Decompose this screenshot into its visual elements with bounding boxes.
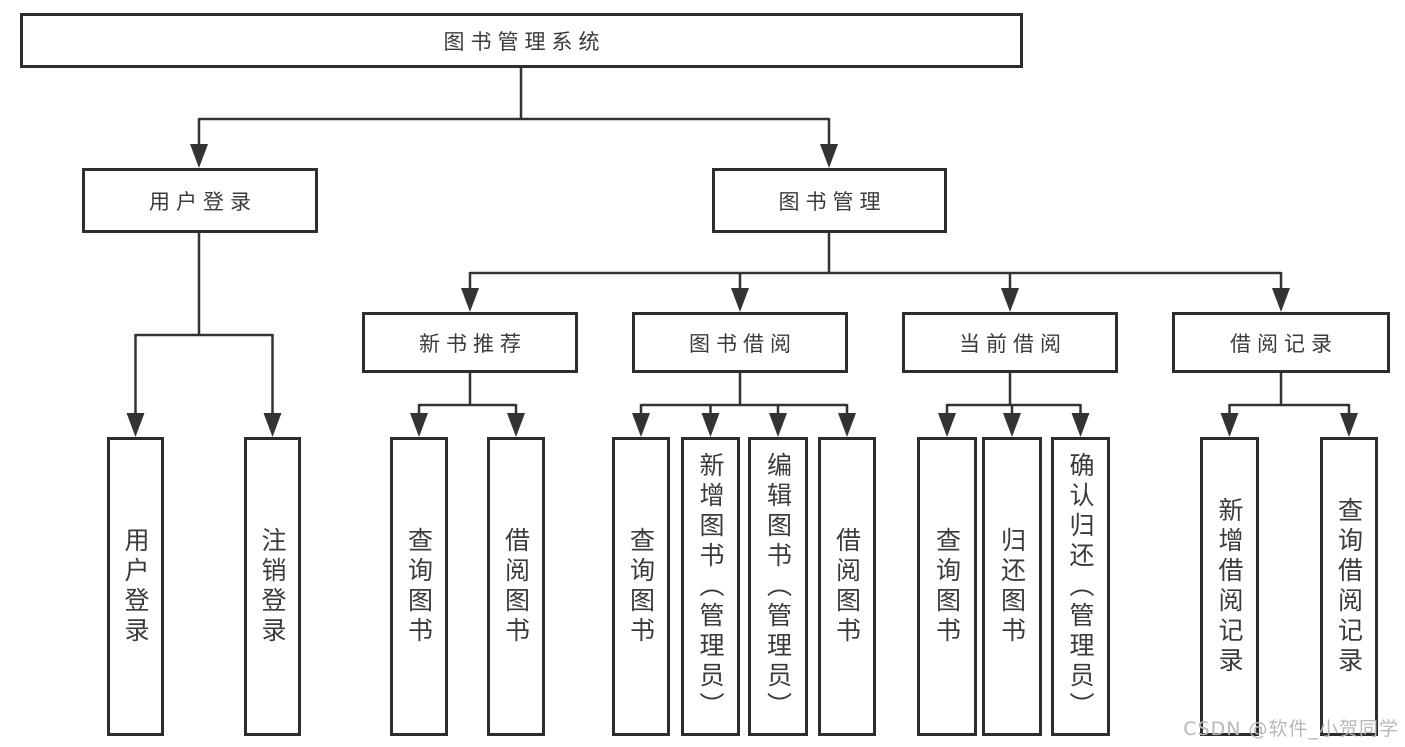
leaf-query-book-recommend-label: 查询图书	[404, 526, 434, 647]
leaf-confirm-return-admin-label: 确认归还（管理员）	[1066, 451, 1095, 722]
node-user-login-label: 用户登录	[149, 189, 257, 214]
csdn-watermark: CSDN @软件_小贺同学	[1183, 718, 1399, 740]
leaf-add-book-admin: 新增图书（管理员）	[681, 437, 740, 736]
node-root-label: 图书管理系统	[443, 29, 606, 54]
node-new-book-recommend-label: 新书推荐	[419, 331, 527, 356]
leaf-query-borrow-record-label: 查询借阅记录	[1334, 496, 1364, 677]
node-current-borrow-label: 当前借阅	[959, 331, 1067, 356]
leaf-logout-login: 注销登录	[244, 437, 301, 736]
node-root: 图书管理系统	[20, 13, 1023, 68]
arrowheads	[126, 144, 1358, 437]
leaf-borrow-book-borrow: 借阅图书	[818, 437, 876, 736]
leaf-query-book-current: 查询图书	[917, 437, 977, 736]
leaf-add-book-admin-label: 新增图书（管理员）	[696, 451, 725, 722]
leaf-query-book-recommend: 查询图书	[390, 437, 448, 736]
leaf-return-book: 归还图书	[982, 437, 1042, 736]
leaf-edit-book-admin: 编辑图书（管理员）	[748, 437, 808, 736]
connector-paths	[134, 67, 1351, 419]
node-book-borrow-label: 图书借阅	[689, 331, 797, 356]
leaf-borrow-book-recommend: 借阅图书	[487, 437, 545, 736]
node-user-login: 用户登录	[82, 168, 318, 233]
node-borrow-records: 借阅记录	[1172, 312, 1390, 373]
leaf-borrow-book-borrow-label: 借阅图书	[832, 526, 862, 647]
node-book-management-label: 图书管理	[778, 189, 887, 214]
leaf-query-book-borrow: 查询图书	[612, 437, 670, 736]
node-book-management: 图书管理	[712, 168, 947, 233]
node-borrow-records-label: 借阅记录	[1230, 331, 1338, 356]
leaf-edit-book-admin-label: 编辑图书（管理员）	[763, 451, 793, 722]
leaf-query-book-borrow-label: 查询图书	[626, 526, 656, 647]
leaf-query-book-current-label: 查询图书	[932, 526, 962, 647]
leaf-add-borrow-record: 新增借阅记录	[1200, 437, 1259, 736]
leaf-user-login: 用户登录	[107, 437, 164, 736]
leaf-query-borrow-record: 查询借阅记录	[1320, 437, 1378, 736]
leaf-logout-login-label: 注销登录	[258, 526, 287, 647]
node-current-borrow: 当前借阅	[902, 312, 1118, 373]
node-book-borrow: 图书借阅	[632, 312, 848, 373]
node-new-book-recommend: 新书推荐	[362, 312, 578, 373]
leaf-add-borrow-record-label: 新增借阅记录	[1215, 496, 1244, 677]
leaf-user-login-label: 用户登录	[121, 526, 150, 647]
leaf-confirm-return-admin: 确认归还（管理员）	[1051, 437, 1110, 736]
leaf-borrow-book-recommend-label: 借阅图书	[501, 526, 531, 647]
leaf-return-book-label: 归还图书	[997, 526, 1027, 647]
